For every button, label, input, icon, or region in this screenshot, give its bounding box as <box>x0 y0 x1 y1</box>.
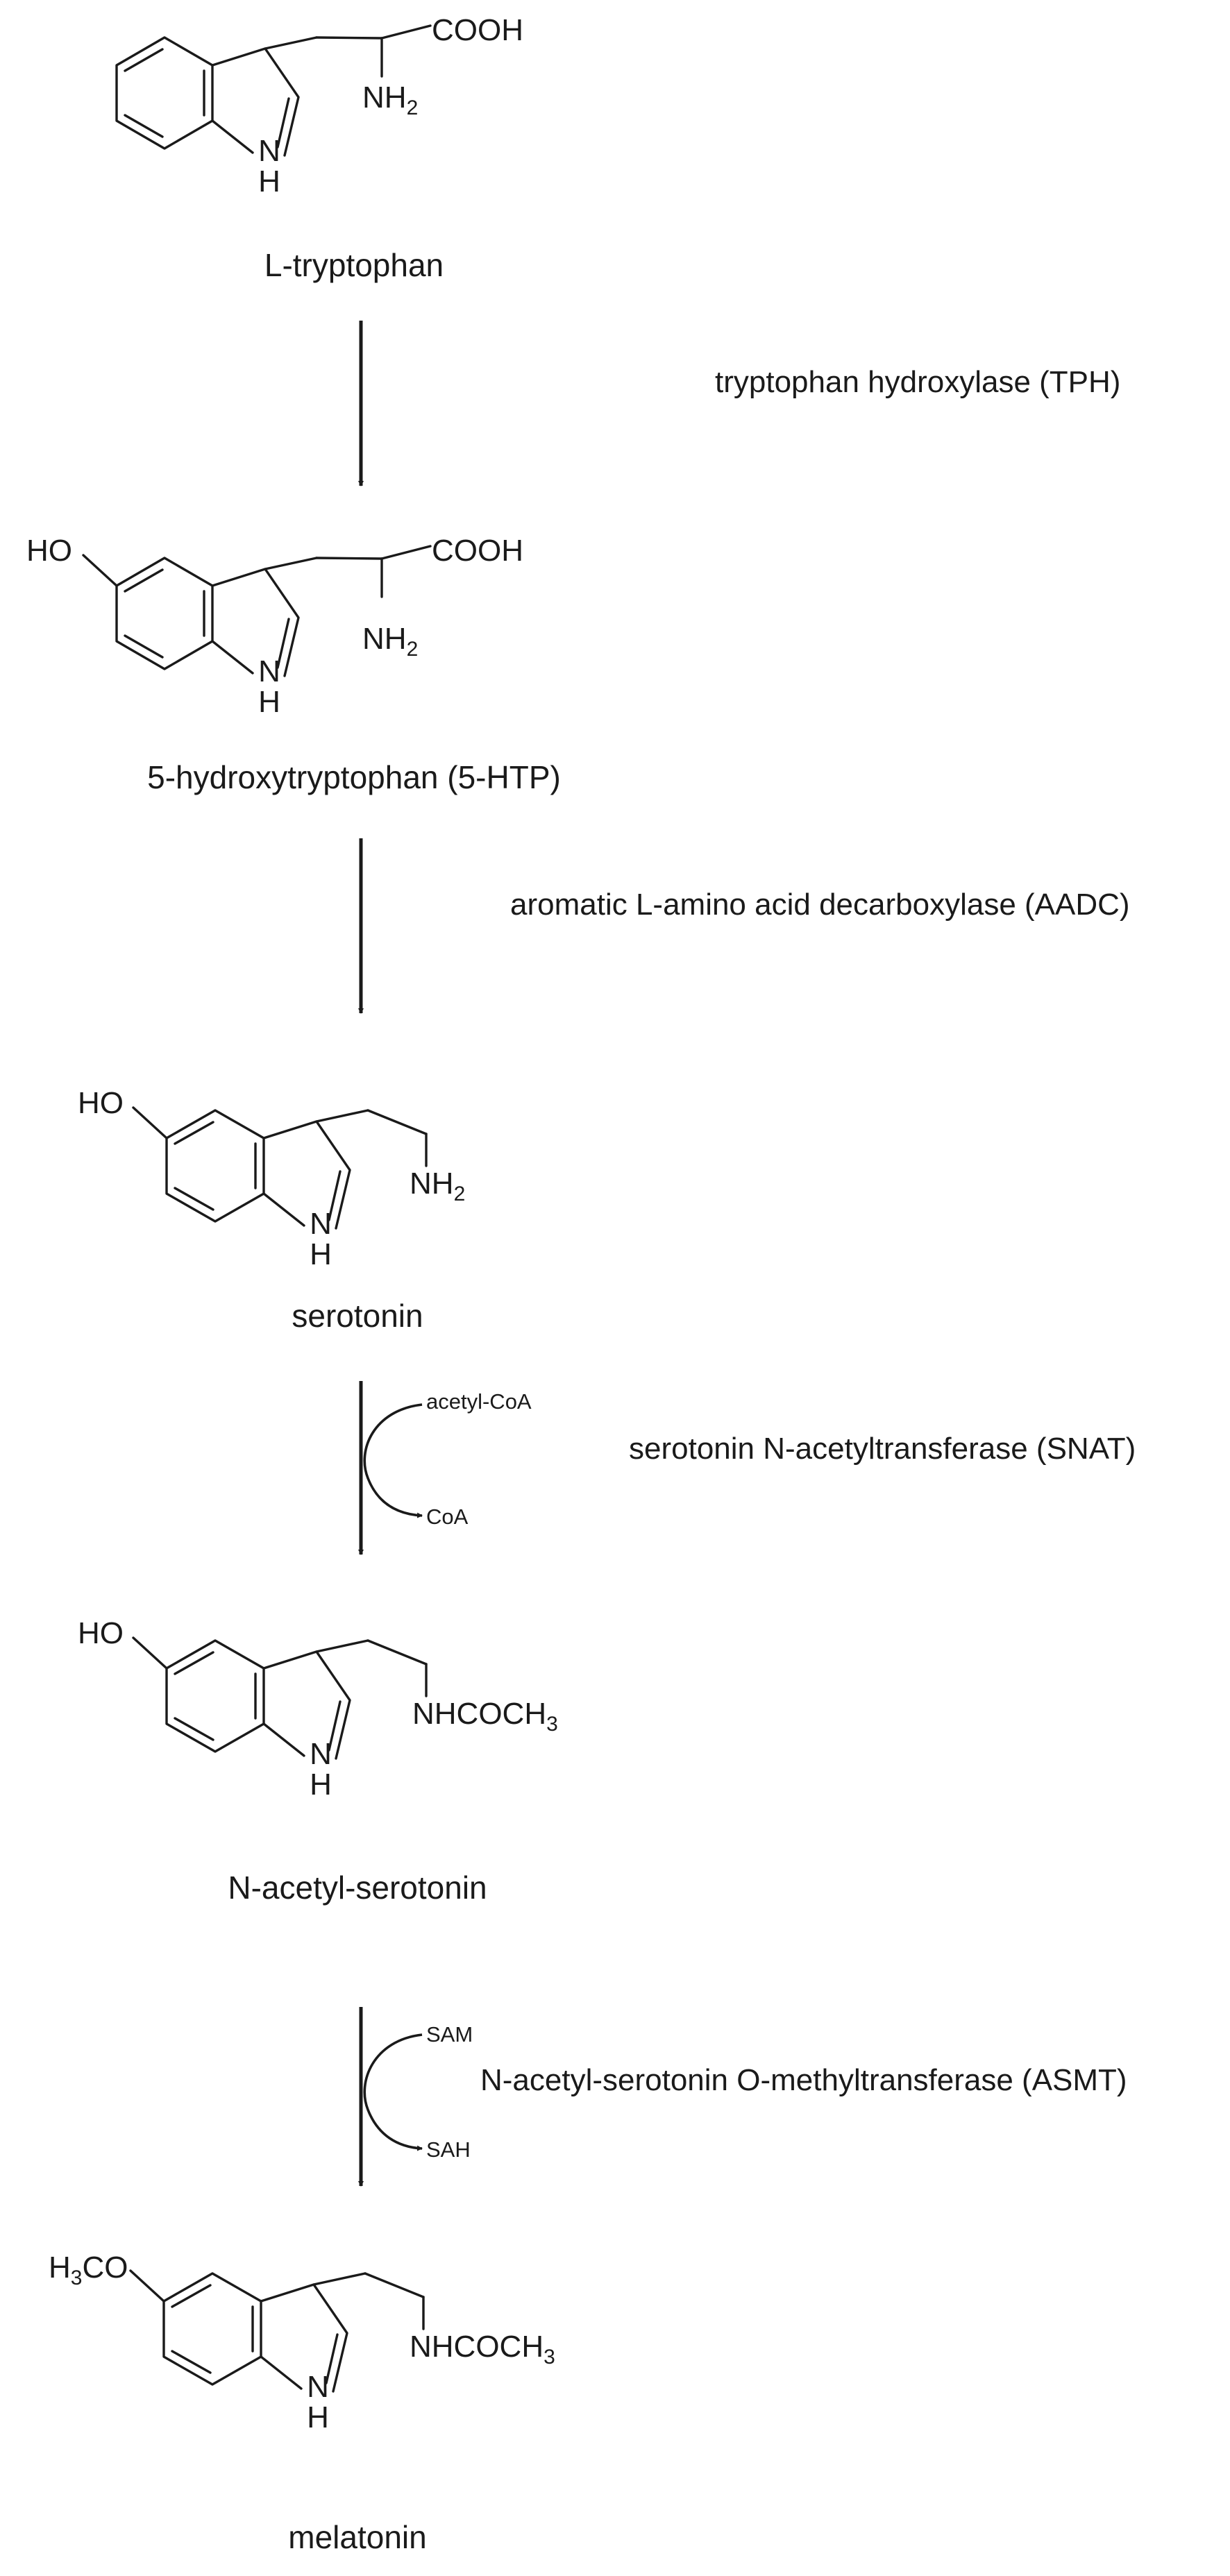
carboxyl-label: COOH <box>432 534 523 568</box>
hydroxyl-label: HO <box>26 534 72 568</box>
cofactor-in-sam: SAM <box>426 2022 473 2047</box>
melatonin-structure: H3CO NHCOCH3 N H <box>49 2251 555 2434</box>
carboxyl-label: COOH <box>432 13 523 47</box>
indole-h-label: H <box>258 164 280 198</box>
l-tryptophan-structure: COOH NH2 N H <box>115 13 523 198</box>
amine-label: NH2 <box>362 622 418 661</box>
indole-n-label: N <box>310 1207 332 1241</box>
indole-h-label: H <box>307 2400 329 2434</box>
serotonin-structure: HO NH2 N H <box>78 1086 465 1271</box>
indole-h-label: H <box>310 1237 332 1271</box>
compound-name-melatonin: melatonin <box>288 2519 426 2555</box>
compound-name-l-tryptophan: L-tryptophan <box>264 247 444 283</box>
amine-label: NH2 <box>410 1167 465 1205</box>
hydroxyl-label: HO <box>78 1616 124 1650</box>
indole-h-label: H <box>310 1768 332 1802</box>
indole-n-label: N <box>258 134 280 168</box>
methoxy-label: H3CO <box>49 2251 128 2289</box>
indole-n-label: N <box>307 2370 329 2404</box>
compound-name-5-htp: 5-hydroxytryptophan (5-HTP) <box>147 759 561 795</box>
indole-h-label: H <box>258 685 280 719</box>
enzyme-label-asmt: N-acetyl-serotonin O-methyltransferase (… <box>480 2063 1127 2097</box>
enzyme-label-snat: serotonin N-acetyltransferase (SNAT) <box>629 1432 1136 1466</box>
hydroxyl-label: HO <box>78 1086 124 1120</box>
compound-name-serotonin: serotonin <box>292 1298 423 1334</box>
acetamide-label: NHCOCH3 <box>412 1697 558 1736</box>
5-htp-structure: HO COOH NH2 N H <box>26 534 523 719</box>
cofactor-out-sah: SAH <box>426 2137 471 2162</box>
acetamide-label: NHCOCH3 <box>410 2330 555 2369</box>
cofactor-out-coa: CoA <box>426 1505 469 1529</box>
amine-label: NH2 <box>362 80 418 119</box>
cofactor-curve-4 <box>363 2033 423 2151</box>
indole-n-label: N <box>310 1737 332 1771</box>
n-acetyl-serotonin-structure: HO NHCOCH3 N H <box>78 1616 558 1802</box>
cofactor-curve-3 <box>363 1403 423 1518</box>
enzyme-label-aadc: aromatic L-amino acid decarboxylase (AAD… <box>510 888 1130 922</box>
compound-name-n-acetyl-serotonin: N-acetyl-serotonin <box>228 1870 487 1906</box>
enzyme-label-tph: tryptophan hydroxylase (TPH) <box>715 365 1120 399</box>
indole-n-label: N <box>258 654 280 688</box>
cofactor-in-acetyl-coa: acetyl-CoA <box>426 1389 532 1414</box>
